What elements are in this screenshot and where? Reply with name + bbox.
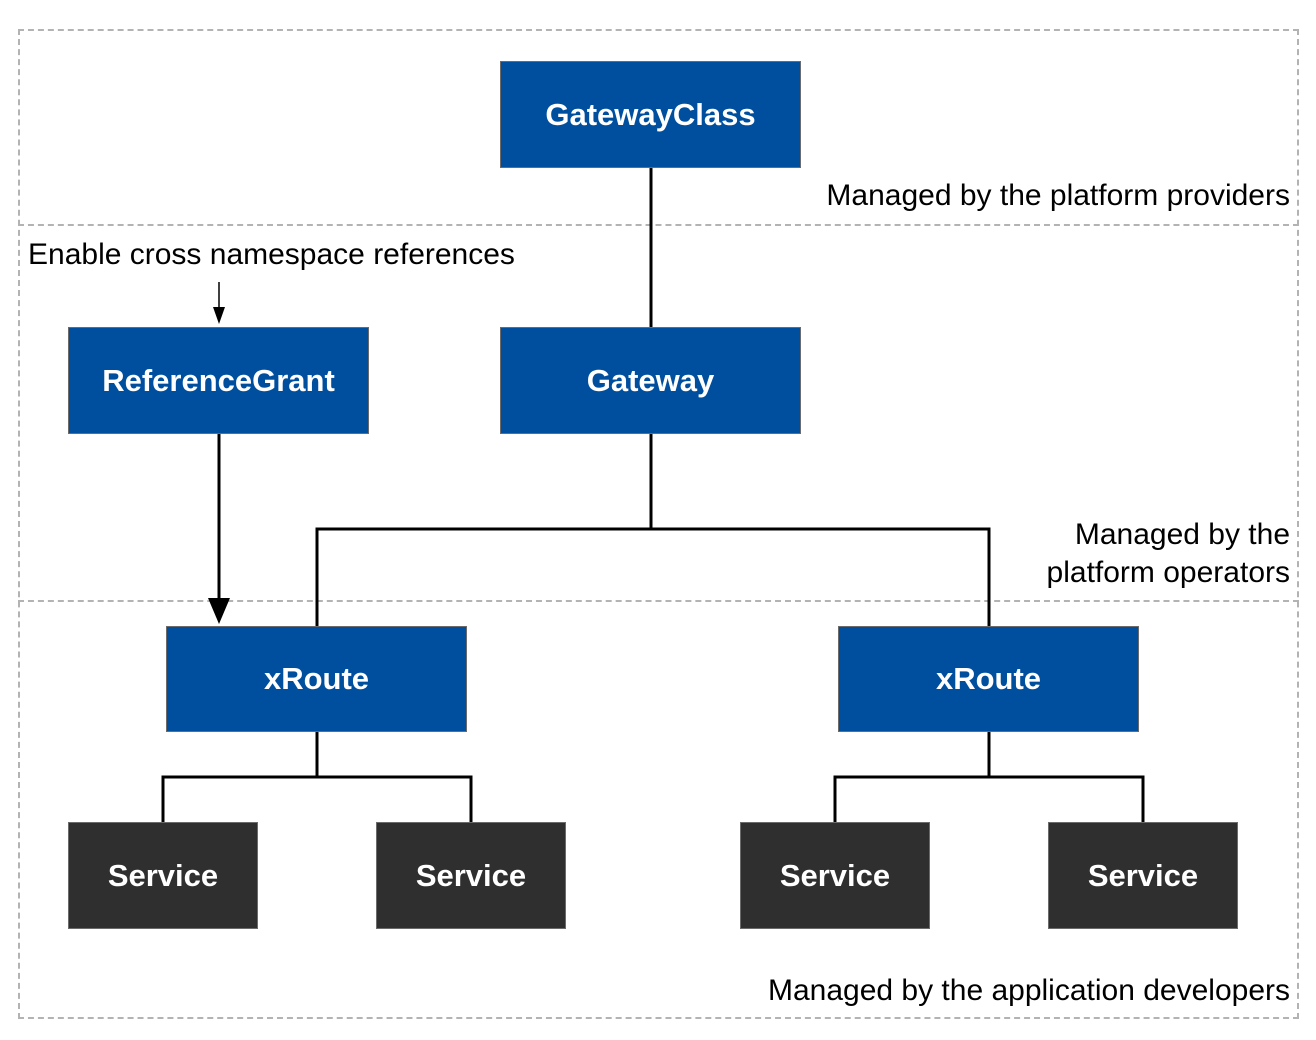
service-node-3: Service [740, 822, 930, 929]
gatewayclass-node: GatewayClass [500, 61, 801, 168]
service-node-4: Service [1048, 822, 1238, 929]
service-node-2-label: Service [415, 857, 527, 893]
platform-operators-label-line2: platform operators [1046, 556, 1290, 589]
service-node-2: Service [376, 822, 566, 929]
xroute-right-node-label: xRoute [935, 661, 1042, 696]
referencegrant-node: ReferenceGrant [68, 327, 369, 434]
zones-frame [18, 29, 1299, 1019]
xroute-left-node-label: xRoute [263, 661, 370, 696]
service-node-3-label: Service [779, 857, 891, 893]
service-node-1-label: Service [107, 857, 219, 893]
cross-namespace-arrowhead [213, 307, 225, 324]
xroute-right-node: xRoute [838, 626, 1139, 732]
referencegrant-arrowhead [208, 598, 230, 624]
xroute-left-node: xRoute [166, 626, 467, 732]
referencegrant-node-label: ReferenceGrant [102, 362, 335, 398]
cross-namespace-label: Enable cross namespace references [28, 238, 515, 271]
platform-operators-label-line1: Managed by the [1074, 518, 1290, 551]
gateway-node: Gateway [500, 327, 801, 434]
platform-providers-label: Managed by the platform providers [826, 179, 1290, 212]
providers-operators-divider [18, 224, 1299, 226]
service-node-1: Service [68, 822, 258, 929]
service-node-4-label: Service [1087, 857, 1199, 893]
operators-developers-divider [18, 600, 1299, 602]
gateway-node-label: Gateway [586, 362, 715, 398]
gatewayclass-node-label: GatewayClass [545, 96, 756, 132]
application-developers-label: Managed by the application developers [767, 974, 1290, 1007]
